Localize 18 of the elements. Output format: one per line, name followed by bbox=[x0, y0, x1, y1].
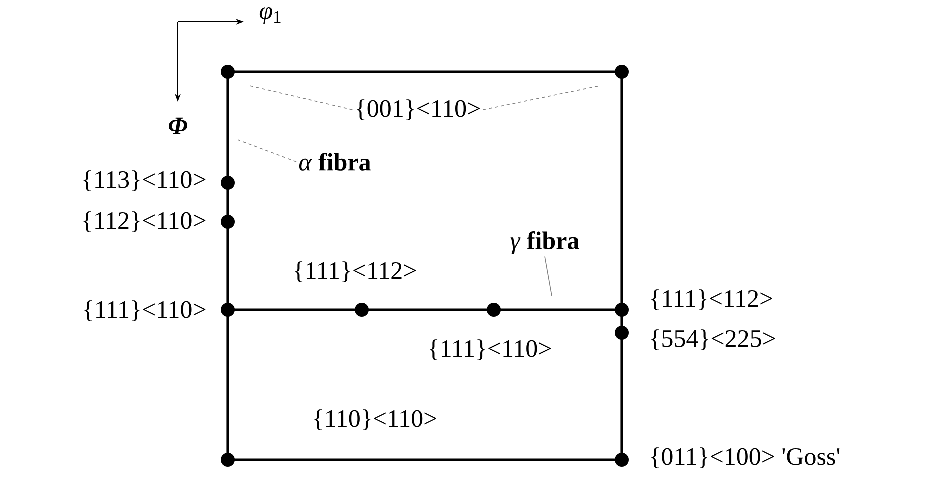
orientation-label: {111}<112> bbox=[651, 290, 772, 310]
orientation-label: {011}<100> 'Goss' bbox=[651, 448, 840, 468]
fiber-label: α fibra bbox=[299, 153, 371, 171]
orientation-label: {111}<110> bbox=[430, 340, 552, 360]
orientation-label: {112}<110> bbox=[84, 212, 206, 232]
leader-line bbox=[250, 86, 354, 110]
leader-line bbox=[544, 256, 552, 296]
axis-label: Φ bbox=[168, 118, 188, 134]
orientation-label: {110}<110> bbox=[314, 410, 436, 430]
leader-line bbox=[238, 140, 297, 162]
leader-line bbox=[482, 86, 600, 110]
orientation-label: {554}<225> bbox=[651, 330, 776, 350]
orientation-label: {113}<110> bbox=[84, 170, 206, 192]
fiber-label: γ fibra bbox=[510, 232, 580, 254]
fiber-label: {001}<110> bbox=[357, 100, 480, 120]
axis-label: φ$_{1}$ bbox=[260, 7, 281, 25]
orientation-label: {111}<112> bbox=[295, 262, 416, 282]
orientation-label: {111}<110> bbox=[84, 300, 206, 322]
